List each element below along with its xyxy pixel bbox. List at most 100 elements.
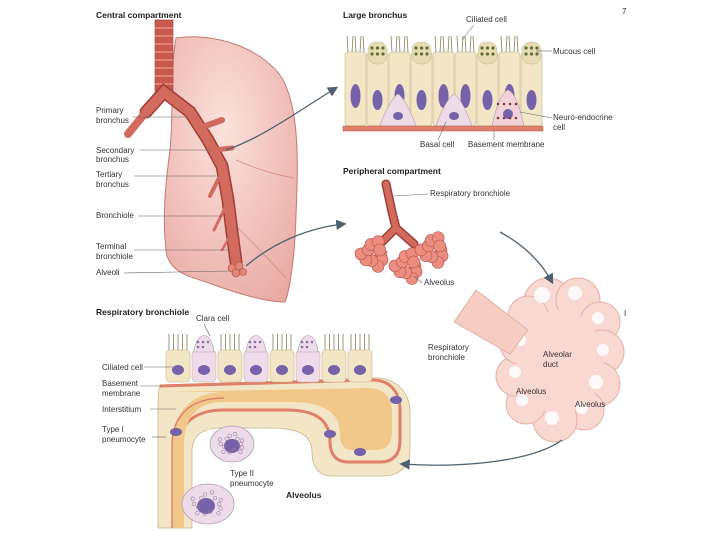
label-acinus-alveolus-a: Alveolus [516, 387, 546, 396]
cilium [442, 35, 445, 53]
mucous-granule [370, 52, 374, 56]
alveolus-bubble [433, 239, 447, 253]
mucous-granule [535, 46, 539, 50]
mucous-granule [381, 52, 385, 56]
alveolus-bubble [373, 243, 387, 257]
label-alveoli: Alveoli [96, 268, 120, 277]
large-bronchus-header: Large bronchus [343, 10, 408, 20]
label-resp-ciliated-cell: Ciliated cell [102, 363, 143, 372]
leader-neuroendocrine [519, 111, 553, 119]
mucous-granule [485, 52, 490, 56]
label-primary-bronchus-line1: Primary [96, 106, 124, 115]
alveoli-cluster [227, 261, 247, 278]
cell-nucleus [416, 90, 427, 110]
label-basement-membrane-large: Basement membrane [468, 140, 545, 149]
cilium [403, 35, 406, 53]
cilium [472, 35, 475, 53]
peripheral-alveolar-clusters [354, 231, 449, 285]
lamellar-body [221, 444, 227, 449]
cilium [351, 35, 354, 53]
cilium [500, 35, 503, 53]
lamellar-body [202, 511, 207, 516]
lamellar-body [218, 441, 223, 447]
lamellar-body [218, 497, 223, 502]
lamellar-body [209, 490, 215, 495]
alveolar-duct [516, 310, 604, 414]
lung-fissure-upper [235, 159, 295, 179]
label-mucous-cell: Mucous cell [553, 47, 595, 56]
mucous-granule [480, 52, 484, 56]
mucous-granule [529, 46, 534, 50]
clara-granule [201, 340, 205, 344]
mucous-granule [491, 46, 495, 50]
mucous-granule [524, 52, 528, 56]
cell-nucleus [172, 365, 184, 375]
type-ii-pneumocyte-upper [209, 425, 255, 463]
clara-cell-dome [297, 335, 319, 353]
arrow-to-resp-bronchiole [399, 439, 563, 470]
cilium [516, 35, 519, 53]
leader-peripheral-resp [393, 193, 429, 197]
mucous-granule [414, 46, 418, 50]
label-terminal-bronchiole-line1: Terminal [96, 242, 126, 251]
type-i-pneumocyte-nucleus [354, 448, 366, 456]
label-tertiary-bronchus-line2: bronchus [96, 180, 129, 189]
label-interstitium: Interstitium [102, 405, 141, 414]
mucous-granule [375, 52, 380, 56]
lamellar-body [238, 441, 243, 447]
lamellar-body [238, 449, 243, 455]
lamellar-body [212, 495, 218, 501]
resp-basement-membrane [159, 378, 402, 528]
cell-nucleus [198, 365, 210, 375]
clara-granule [196, 345, 200, 349]
cilium [398, 35, 401, 53]
leader-alveoli [123, 270, 231, 274]
cilium [395, 35, 398, 53]
neuroendocrine-granule [502, 116, 506, 120]
large-bronchus-panel: Large bronchus 7 Ciliated cell Mucous ce… [342, 7, 627, 149]
cell-nucleus [250, 365, 262, 375]
cilium [508, 35, 511, 53]
cell-nucleus [276, 365, 288, 375]
mucous-granule [419, 46, 424, 50]
mucous-granule [529, 52, 534, 56]
clara-granule [300, 345, 304, 349]
cilium [464, 35, 467, 53]
alveolus-bubble [407, 255, 421, 269]
clara-granule [305, 345, 309, 349]
mucous-granule [425, 52, 429, 56]
label-type-i-line2: pneumocyte [102, 435, 146, 444]
clara-cell-dome [193, 335, 215, 353]
cilium [439, 35, 442, 53]
neuroendocrine-granule [496, 102, 500, 106]
respiratory-bronchiole-header: Respiratory bronchiole [96, 307, 189, 317]
basal-cell [435, 93, 473, 127]
mucous-granule [414, 52, 418, 56]
cilium [359, 35, 362, 53]
lamellar-body [191, 501, 197, 507]
type-ii-granules [190, 431, 245, 516]
clara-granule [248, 345, 252, 349]
label-type-i-line1: Type I [102, 425, 124, 434]
peripheral-compartment-header: Peripheral compartment [343, 166, 441, 176]
interstitium-band [160, 388, 392, 528]
mucous-granule [381, 46, 385, 50]
cell-nucleus [350, 84, 361, 108]
lamellar-body [227, 450, 232, 455]
neuroendocrine-granule [502, 102, 506, 106]
neuroendocrine-granule [496, 116, 500, 120]
lamellar-body [227, 433, 232, 438]
lamellar-body [233, 431, 238, 437]
label-resp-basement-line2: membrane [102, 389, 141, 398]
leader-basal [437, 121, 447, 141]
type-i-pneumocyte-nucleus [170, 428, 182, 436]
mucous-granule [375, 46, 380, 50]
neuroendocrine-nucleus [503, 109, 513, 119]
clara-granule [258, 340, 262, 344]
acinus-edge-mark: I [624, 309, 626, 318]
label-bronchiole: Bronchiole [96, 211, 134, 220]
label-resp-basement-line1: Basement [102, 379, 139, 388]
clara-granule [253, 340, 257, 344]
leader-clara [203, 323, 211, 337]
clara-granule [310, 340, 314, 344]
